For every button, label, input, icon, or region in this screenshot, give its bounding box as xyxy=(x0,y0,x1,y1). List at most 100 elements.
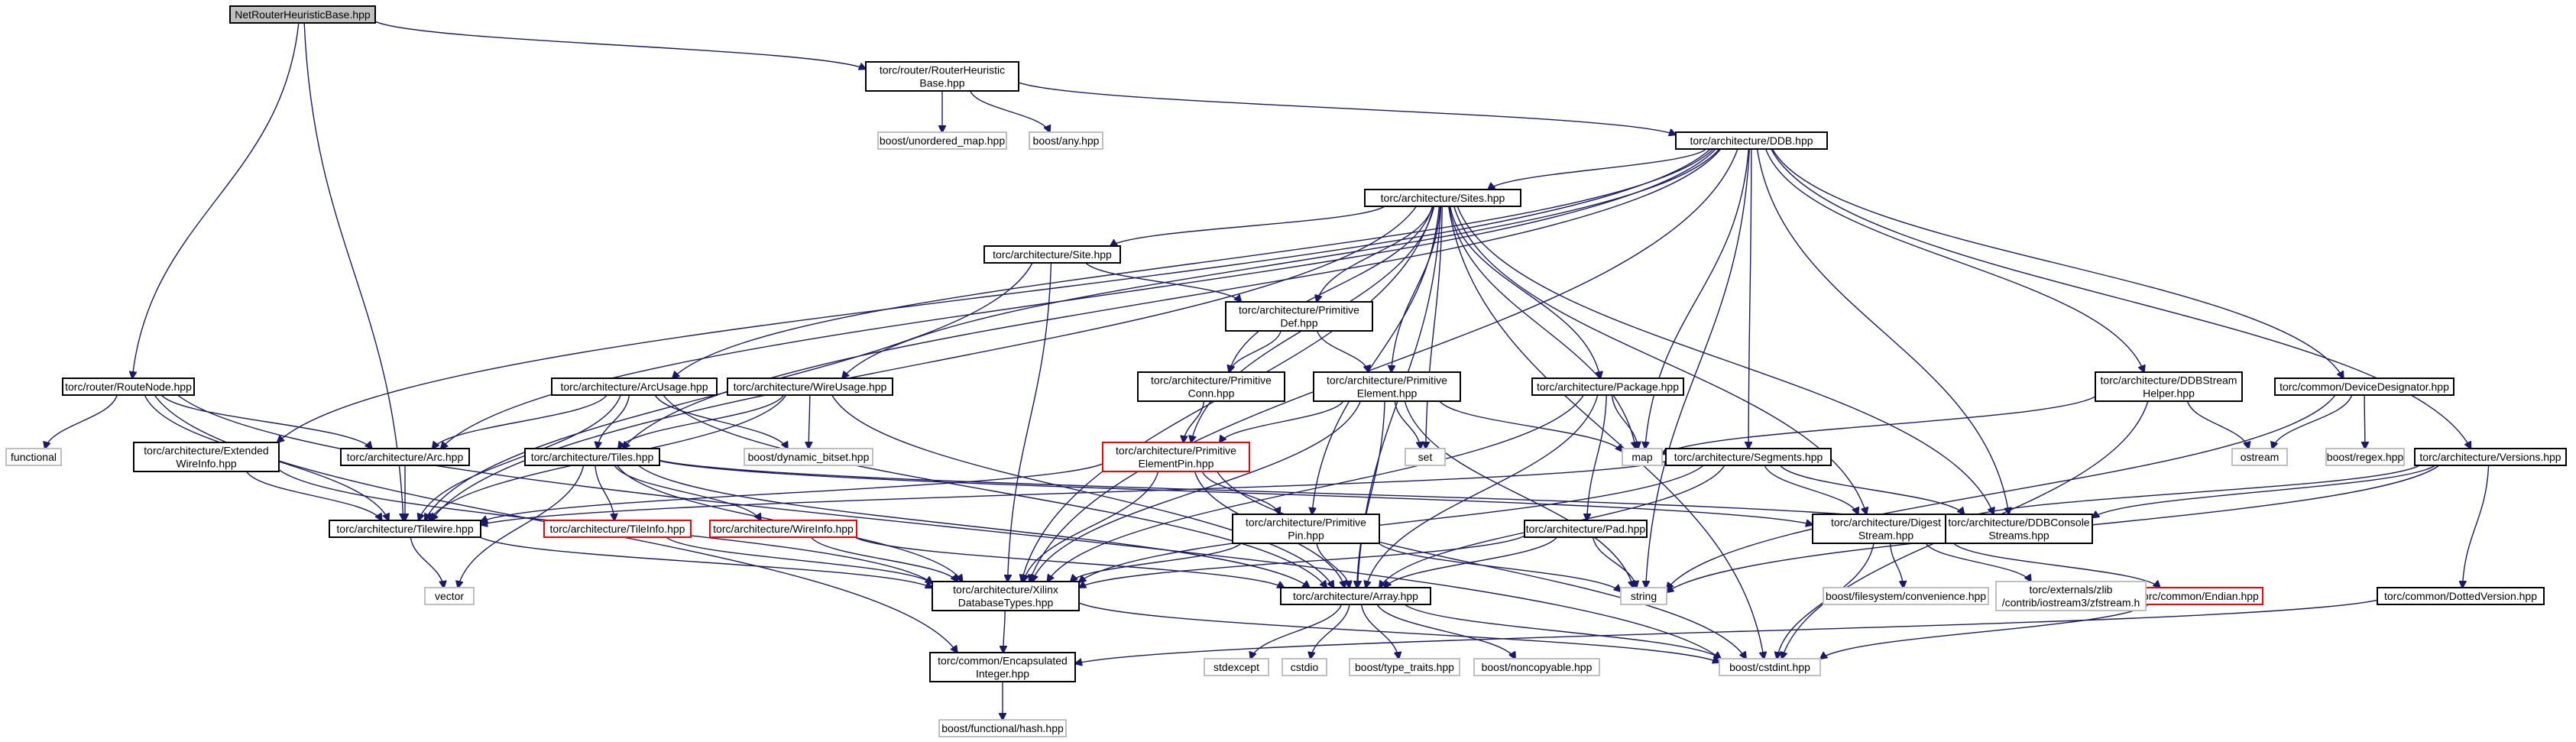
edge-ddbstream-to-ostream xyxy=(2186,400,2249,449)
node-tilewire[interactable]: torc/architecture/Tilewire.hpp xyxy=(329,520,481,538)
edge-arcusage-to-array xyxy=(663,394,1327,588)
node-versions[interactable]: torc/architecture/Versions.hpp xyxy=(2414,448,2567,466)
node-cstdio: cstdio xyxy=(1282,658,1327,676)
node-box xyxy=(744,448,873,466)
edge-ddb-to-tiles xyxy=(623,148,1722,449)
node-box xyxy=(1232,514,1380,544)
node-box xyxy=(229,5,376,24)
node-devdes[interactable]: torc/common/DeviceDesignator.hpp xyxy=(2274,377,2454,396)
node-root[interactable]: NetRouterHeuristicBase.hpp xyxy=(229,5,376,24)
node-label: torc/architecture/Segments.hpp xyxy=(1674,451,1823,463)
node-label: Pin.hpp xyxy=(1288,530,1324,542)
node-box xyxy=(2414,448,2567,466)
edge-routenode-to-cstdint xyxy=(177,394,1720,659)
node-label: torc/router/RouterHeuristic xyxy=(880,64,1005,76)
node-box xyxy=(1137,371,1285,402)
edge-tiles-to-tileinfo xyxy=(595,465,614,520)
edge-ddb-to-segments xyxy=(1748,148,1751,449)
node-routenode[interactable]: torc/router/RouteNode.hpp xyxy=(62,377,195,396)
node-box xyxy=(1204,658,1269,676)
edge-sites-to-cstdint xyxy=(1447,206,1764,659)
edge-ddb-to-devdes xyxy=(1771,148,2343,378)
edge-versions-to-dotted xyxy=(2462,465,2490,588)
node-label: Integer.hpp xyxy=(976,668,1029,680)
edge-primelem-to-string xyxy=(1404,400,1633,588)
node-wireusage[interactable]: torc/architecture/WireUsage.hpp xyxy=(727,377,893,396)
edge-routenode-to-arc xyxy=(160,394,371,449)
edge-pad-to-string xyxy=(1592,536,1637,588)
node-typetraits: boost/type_traits.hpp xyxy=(1349,658,1460,676)
node-box xyxy=(329,520,481,538)
node-label: torc/architecture/Array.hpp xyxy=(1293,590,1418,602)
node-dotted[interactable]: torc/common/DottedVersion.hpp xyxy=(2377,587,2545,605)
edge-segments-to-tilewire xyxy=(481,461,1667,525)
edge-package-to-array xyxy=(1366,394,1599,588)
edge-ddb-to-string xyxy=(1646,148,1751,588)
node-package[interactable]: torc/architecture/Package.hpp xyxy=(1531,377,1684,396)
node-label: torc/architecture/DDBConsole xyxy=(1948,517,2089,529)
node-rhb[interactable]: torc/router/RouterHeuristicBase.hpp xyxy=(865,61,1019,92)
node-pad[interactable]: torc/architecture/Pad.hpp xyxy=(1524,520,1648,538)
edge-extwire-to-tilewire xyxy=(245,471,382,520)
edge-endian-to-cstdint xyxy=(1820,604,2149,659)
node-dynbitset: boost/dynamic_bitset.hpp xyxy=(744,448,873,466)
edge-wireusage-to-dynbitset xyxy=(808,394,810,449)
edge-tiles-to-vector xyxy=(458,465,585,588)
node-xdt[interactable]: torc/architecture/XilinxDatabaseTypes.hp… xyxy=(932,581,1080,611)
edge-tilewire-to-vector xyxy=(410,536,444,588)
node-box xyxy=(1665,448,1832,466)
node-box xyxy=(1945,514,2093,544)
edge-versions-to-digest xyxy=(1959,465,2420,520)
edge-ddb-to-xdt xyxy=(1029,148,1738,582)
edge-ddb-to-arcusage xyxy=(672,148,1714,378)
edge-segments-to-xdt xyxy=(1079,465,1704,582)
node-tiles[interactable]: torc/architecture/Tiles.hpp xyxy=(524,448,660,466)
node-array[interactable]: torc/architecture/Array.hpp xyxy=(1280,587,1431,605)
node-map: map xyxy=(1622,448,1663,466)
node-label: torc/architecture/Site.hpp xyxy=(993,248,1112,261)
node-label: cstdio xyxy=(1291,661,1319,673)
node-wireinfo[interactable]: torc/architecture/WireInfo.hpp xyxy=(709,520,857,538)
node-box xyxy=(2095,371,2243,402)
node-label: torc/architecture/Arc.hpp xyxy=(347,451,464,463)
node-arcusage[interactable]: torc/architecture/ArcUsage.hpp xyxy=(551,377,718,396)
edge-ddb-to-map xyxy=(1645,148,1749,449)
node-label: set xyxy=(1418,451,1433,463)
node-box xyxy=(1282,658,1327,676)
node-label: ostream xyxy=(2241,451,2280,463)
node-box xyxy=(938,719,1067,737)
edge-ddb-to-versions xyxy=(1771,148,2471,449)
node-sites[interactable]: torc/architecture/Sites.hpp xyxy=(1364,189,1521,207)
edge-array-to-noncopyable xyxy=(1376,604,1515,659)
node-ddb[interactable]: torc/architecture/DDB.hpp xyxy=(1675,131,1828,150)
edge-arcusage-to-dynbitset xyxy=(654,394,787,449)
nodes-layer: NetRouterHeuristicBase.hpp torc/router/Ro… xyxy=(5,5,2567,737)
node-arc[interactable]: torc/architecture/Arc.hpp xyxy=(340,448,470,466)
edge-segments-to-ddbconsole xyxy=(1779,465,1964,514)
node-label: torc/architecture/Pad.hpp xyxy=(1526,523,1646,535)
edge-ddb-to-extwire xyxy=(277,148,1711,442)
node-segments[interactable]: torc/architecture/Segments.hpp xyxy=(1665,448,1832,466)
edge-primelem-to-map xyxy=(1439,400,1622,452)
node-label: torc/architecture/ArcUsage.hpp xyxy=(561,381,708,393)
node-site[interactable]: torc/architecture/Site.hpp xyxy=(983,245,1121,264)
node-box xyxy=(1473,658,1600,676)
node-primelempin[interactable]: torc/architecture/PrimitiveElementPin.hp… xyxy=(1102,442,1250,472)
node-box xyxy=(1524,520,1648,538)
node-box xyxy=(551,377,718,396)
node-tileinfo[interactable]: torc/architecture/TileInfo.hpp xyxy=(543,520,692,538)
node-endian[interactable]: torc/common/Endian.hpp xyxy=(2135,587,2263,605)
edge-root-to-routenode xyxy=(132,22,300,378)
node-label: torc/architecture/Primitive xyxy=(1246,517,1366,529)
edge-ddb-to-sites xyxy=(1488,148,1707,190)
node-label: Conn.hpp xyxy=(1188,387,1235,400)
